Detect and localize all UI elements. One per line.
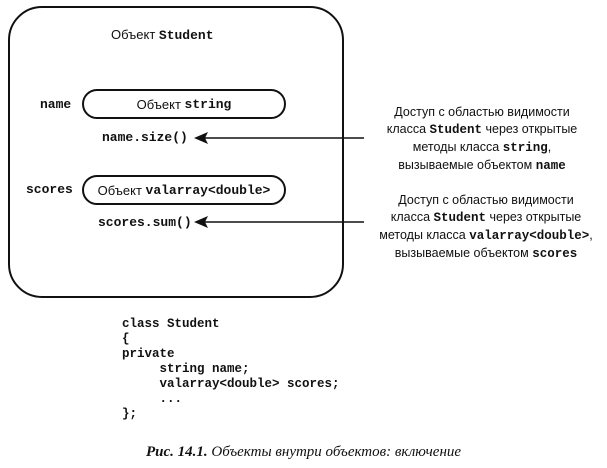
object-word: Объект bbox=[136, 96, 181, 112]
code-line: { bbox=[122, 332, 130, 346]
note-text: методы класса bbox=[379, 228, 470, 242]
note-line: класса Student через открытые bbox=[366, 121, 598, 139]
note-line: класса Student через открытые bbox=[366, 209, 606, 227]
note-code-term: name bbox=[535, 159, 566, 173]
object-word: Объект bbox=[111, 27, 156, 42]
note-text: методы класса bbox=[412, 140, 503, 154]
note-code-term: Student bbox=[433, 211, 487, 225]
caption-label: Рис. 14.1. bbox=[145, 444, 208, 460]
caption-text: Объекты внутри объектов: включение bbox=[207, 444, 462, 460]
note-code-term: string bbox=[502, 141, 548, 155]
code-line: class Student bbox=[122, 317, 220, 331]
note-code-term: scores bbox=[532, 247, 578, 261]
scores-sum-call: scores.sum() bbox=[98, 215, 192, 230]
member-label-name: name bbox=[40, 97, 72, 112]
member-label-scores: scores bbox=[26, 182, 73, 197]
note-text: , bbox=[547, 140, 552, 154]
note-text: , bbox=[589, 228, 593, 242]
note-text: класса bbox=[390, 210, 434, 224]
arrow-name-note bbox=[194, 132, 364, 144]
valarray-type-name: valarray<double> bbox=[145, 182, 271, 198]
access-note-valarray: Доступ с областью видимости класса Studen… bbox=[366, 192, 606, 263]
string-type-name: string bbox=[184, 96, 232, 112]
string-object-pill: Объект string bbox=[82, 89, 286, 119]
code-line: string name; bbox=[122, 362, 250, 376]
note-line: методы класса valarray<double>, bbox=[366, 227, 606, 245]
access-note-string: Доступ с областью видимости класса Studen… bbox=[366, 104, 598, 175]
name-size-call: name.size() bbox=[102, 130, 188, 145]
note-code-term: valarray<double> bbox=[469, 229, 590, 243]
code-line: }; bbox=[122, 407, 138, 421]
student-class-name: Student bbox=[158, 28, 214, 43]
note-text: Доступ с областью видимости bbox=[394, 105, 570, 119]
note-line: вызываемые объектом name bbox=[366, 157, 598, 175]
note-line: Доступ с областью видимости bbox=[366, 192, 606, 209]
figure-caption: Рис. 14.1. Объекты внутри объектов: вклю… bbox=[0, 444, 607, 461]
code-line: private bbox=[122, 347, 175, 361]
note-text: вызываемые объектом bbox=[394, 246, 533, 260]
class-code-block: class Student{private string name; valar… bbox=[122, 317, 340, 422]
student-object-box bbox=[8, 6, 344, 298]
code-line: valarray<double> scores; bbox=[122, 377, 340, 391]
note-text: класса bbox=[386, 122, 430, 136]
note-text: Доступ с областью видимости bbox=[398, 193, 574, 207]
note-line: методы класса string, bbox=[366, 139, 598, 157]
object-word: Объект bbox=[97, 182, 142, 198]
arrow-scores-note bbox=[194, 216, 364, 228]
code-line: ... bbox=[122, 392, 183, 406]
note-text: вызываемые объектом bbox=[398, 158, 536, 172]
note-code-term: Student bbox=[429, 123, 483, 137]
note-text: через открытые bbox=[482, 122, 578, 136]
student-object-title: Объект Student bbox=[111, 27, 214, 43]
note-line: вызываемые объектом scores bbox=[366, 245, 606, 263]
note-line: Доступ с областью видимости bbox=[366, 104, 598, 121]
note-text: через открытые bbox=[486, 210, 582, 224]
valarray-object-pill: Объект valarray<double> bbox=[82, 175, 286, 205]
